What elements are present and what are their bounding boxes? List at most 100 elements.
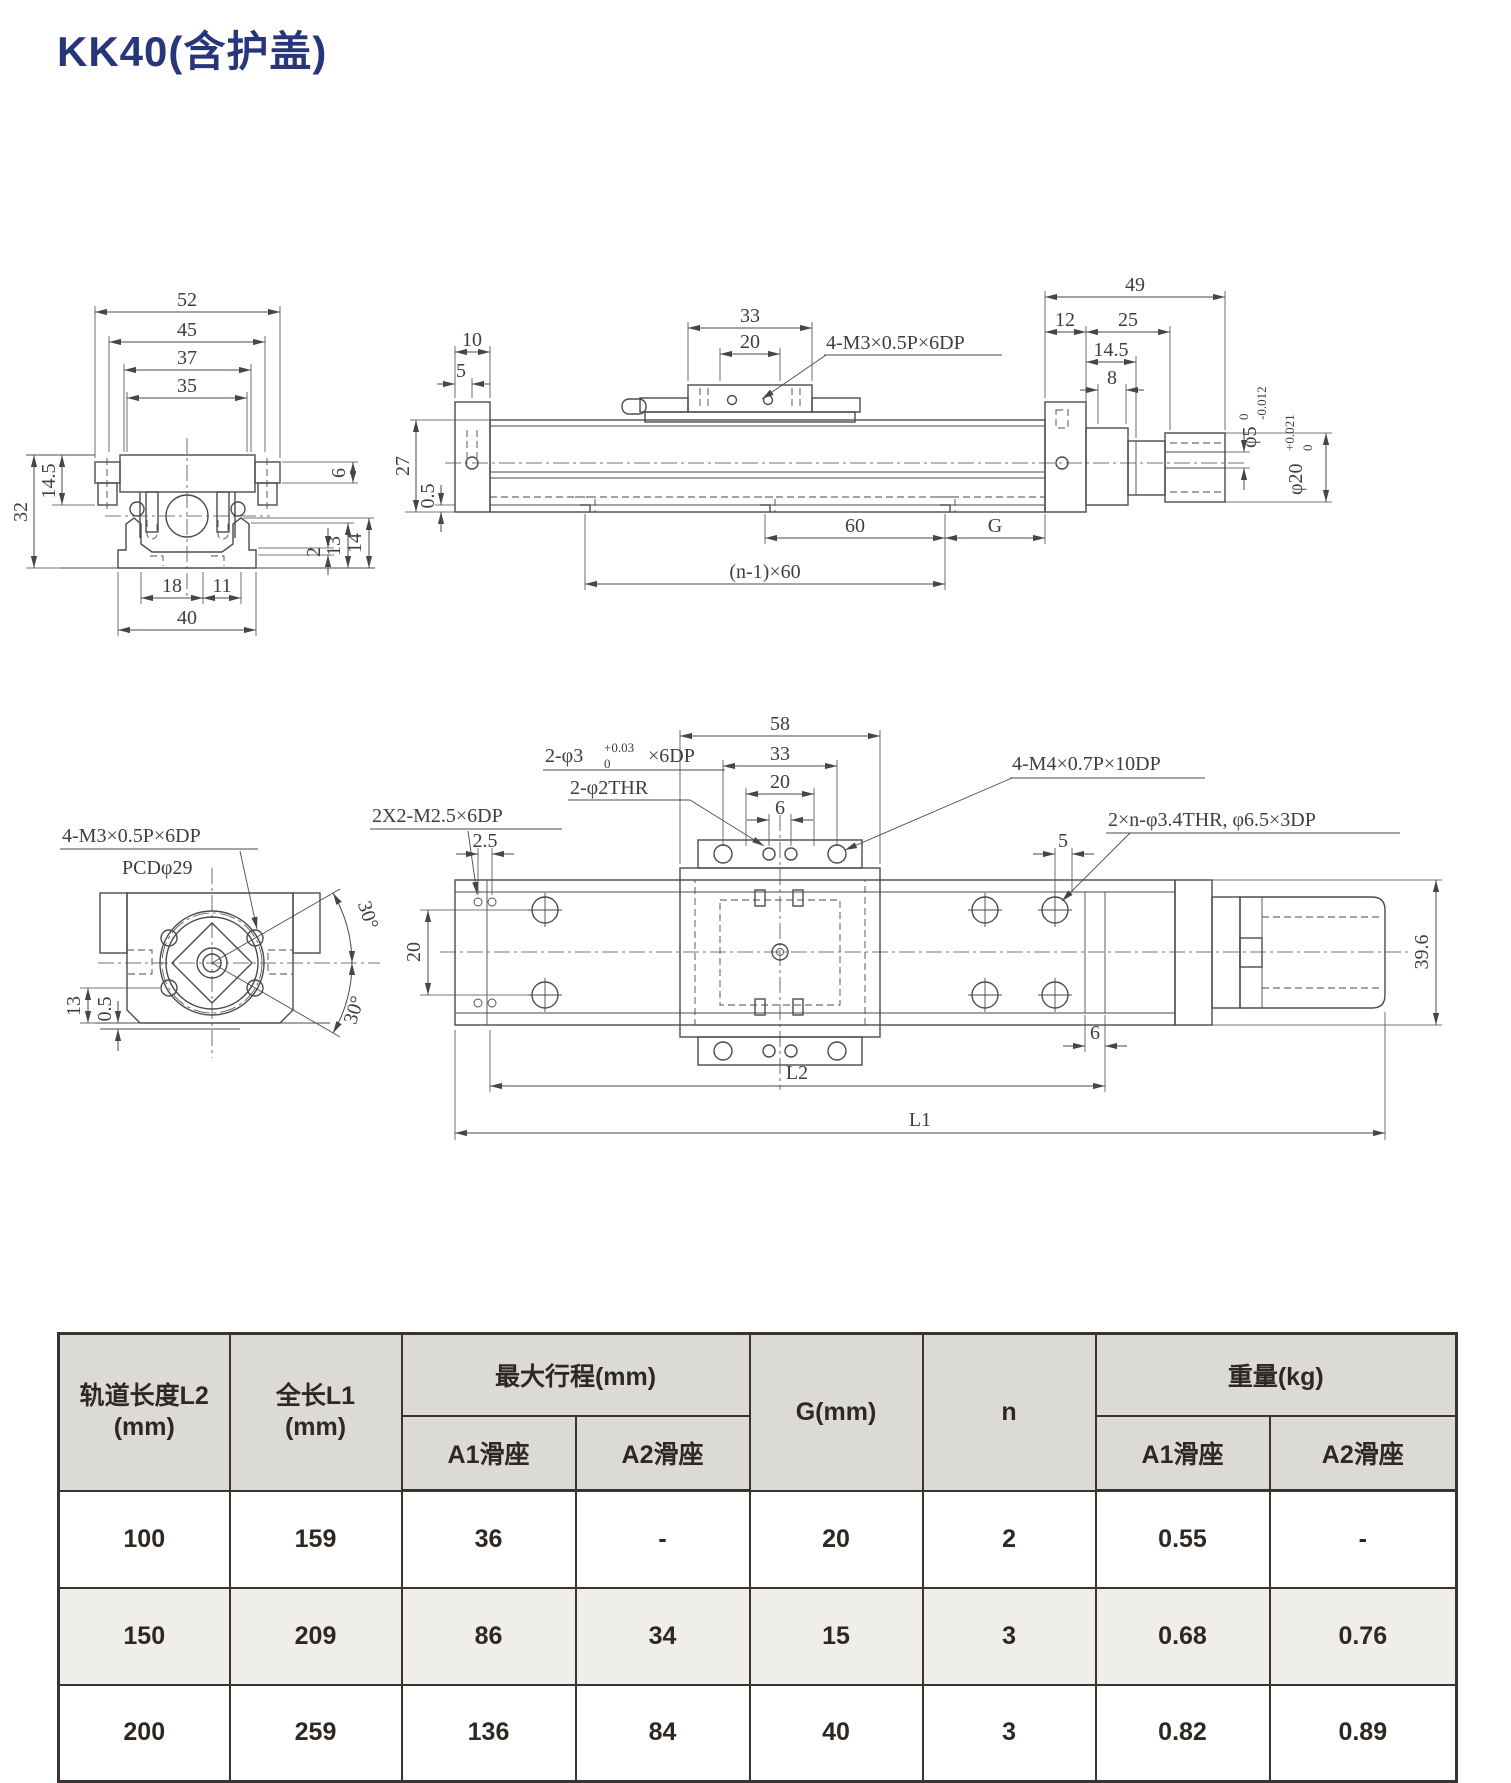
dim-11: 11 (212, 575, 231, 597)
dim-5-top: 5 (1058, 830, 1068, 852)
end-view: 4-M3×0.5P×6DP PCDφ29 30° 30° 13 0.5 (60, 825, 382, 1058)
dim-0-5: 0.5 (417, 484, 439, 509)
side-view-dimensions: 10 5 33 20 4-M3×0.5P×6DP (392, 274, 1332, 590)
dim-13-end: 13 (63, 996, 85, 1016)
cell: 209 (228, 1586, 403, 1686)
dim-40: 40 (177, 607, 197, 629)
cell: 34 (574, 1586, 751, 1686)
cell: 84 (574, 1683, 751, 1783)
cell: 2 (921, 1489, 1097, 1589)
page-title: KK40(含护盖) (57, 28, 328, 75)
dim-45: 45 (177, 319, 197, 341)
front-view: 52 45 37 35 32 14.5 6 (10, 289, 375, 636)
svg-text:0: 0 (1300, 445, 1315, 452)
dim-12: 12 (1055, 309, 1075, 331)
svg-text:+0.03: +0.03 (604, 740, 634, 755)
dim-20-top: 20 (770, 771, 790, 793)
dim-25: 25 (1118, 309, 1138, 331)
svg-text:×6DP: ×6DP (648, 745, 695, 767)
dim-g: G (988, 515, 1002, 537)
dim-l1: L1 (909, 1109, 931, 1131)
end-view-dimensions: 4-M3×0.5P×6DP PCDφ29 30° 30° 13 0.5 (60, 825, 382, 1051)
cell: 136 (400, 1683, 577, 1783)
table-row: 150 209 86 34 15 3 0.68 0.76 (57, 1586, 1458, 1686)
col-header-stroke-a1: A1滑座 (400, 1415, 577, 1492)
col-header-l2: 轨道长度L2 (mm) (57, 1332, 231, 1492)
svg-text:-0.012: -0.012 (1254, 386, 1269, 420)
dim-6-bottom: 6 (1090, 1022, 1100, 1044)
cell: 0.89 (1268, 1683, 1458, 1783)
col-header-stroke-a2: A2滑座 (574, 1415, 751, 1492)
table-row: 200 259 136 84 40 3 0.82 0.89 (57, 1683, 1458, 1783)
dim-52: 52 (177, 289, 197, 311)
cell: 3 (921, 1586, 1097, 1686)
dim-8: 8 (1107, 367, 1117, 389)
label-phi5: φ5 0 -0.012 (1236, 386, 1269, 448)
svg-text:+0.021: +0.021 (1282, 414, 1297, 451)
cell: 3 (921, 1683, 1097, 1783)
dim-6-top: 6 (775, 797, 785, 819)
group-header-weight: 重量(kg) (1094, 1332, 1458, 1417)
cell: 15 (748, 1586, 924, 1686)
dim-l2: L2 (786, 1062, 808, 1084)
dim-37: 37 (177, 347, 197, 369)
dim-14: 14 (344, 533, 366, 553)
dim-49: 49 (1125, 274, 1145, 296)
col-header-g: G(mm) (748, 1332, 924, 1492)
col-header-weight-a1: A1滑座 (1094, 1415, 1271, 1492)
dim-33-top: 33 (770, 743, 790, 765)
dim-30b: 30° (340, 993, 370, 1026)
cell: 0.76 (1268, 1586, 1458, 1686)
top-view-dimensions: 58 33 20 6 2-φ3 +0.03 0 ×6DP 2-φ2THR 2X2… (370, 713, 1442, 1140)
cell: 40 (748, 1683, 924, 1783)
cell: 0.55 (1094, 1489, 1271, 1589)
top-view: 58 33 20 6 2-φ3 +0.03 0 ×6DP 2-φ2THR 2X2… (370, 713, 1442, 1140)
svg-text:φ20: φ20 (1285, 463, 1307, 495)
svg-text:φ5: φ5 (1239, 426, 1261, 448)
dim-35: 35 (177, 375, 197, 397)
cell: 100 (57, 1489, 231, 1589)
side-view-outline (445, 384, 1245, 513)
dim-30a: 30° (353, 898, 383, 931)
cell: - (1268, 1489, 1458, 1589)
front-view-outline (26, 438, 375, 600)
cell: 159 (228, 1489, 403, 1589)
dim-20-left: 20 (403, 942, 425, 962)
dim-2-5: 2.5 (473, 830, 498, 852)
group-header-max-stroke: 最大行程(mm) (400, 1332, 751, 1417)
dim-14-5: 14.5 (38, 464, 60, 499)
annotation-m3: 4-M3×0.5P×6DP (826, 332, 965, 354)
annotation-m3-end: 4-M3×0.5P×6DP (62, 825, 201, 847)
dim-60: 60 (845, 515, 865, 537)
cell: 36 (400, 1489, 577, 1589)
svg-text:2-φ3: 2-φ3 (545, 745, 583, 767)
end-view-outline (95, 868, 380, 1058)
dim-10: 10 (462, 329, 482, 351)
dim-2: 2 (303, 547, 325, 557)
dim-6: 6 (328, 468, 350, 478)
cell: 0.82 (1094, 1683, 1271, 1783)
annotation-pcd29: PCDφ29 (122, 857, 192, 879)
dim-0-5-end: 0.5 (94, 997, 116, 1022)
col-header-n: n (921, 1332, 1097, 1492)
label-phi20: φ20 +0.021 0 (1282, 414, 1315, 495)
svg-text:0: 0 (604, 756, 611, 771)
cell: 200 (57, 1683, 231, 1783)
cell: 259 (228, 1683, 403, 1783)
table-row: 100 159 36 - 20 2 0.55 - (57, 1489, 1458, 1589)
svg-text:0: 0 (1236, 414, 1251, 421)
dim-14-5b: 14.5 (1094, 339, 1129, 361)
col-header-l1: 全长L1 (mm) (228, 1332, 403, 1492)
annotation-phi3: 2-φ3 +0.03 0 ×6DP 2-φ2THR (543, 740, 765, 847)
dim-18: 18 (162, 575, 182, 597)
dim-n-1-x60: (n-1)×60 (729, 561, 800, 583)
dim-32: 32 (10, 502, 32, 522)
annotation-phi2: 2-φ2THR (570, 777, 649, 799)
col-header-weight-a2: A2滑座 (1268, 1415, 1458, 1492)
dim-5: 5 (456, 360, 466, 382)
dim-20: 20 (740, 331, 760, 353)
cell: 0.68 (1094, 1586, 1271, 1686)
dim-13: 13 (323, 536, 345, 556)
cell: - (574, 1489, 751, 1589)
